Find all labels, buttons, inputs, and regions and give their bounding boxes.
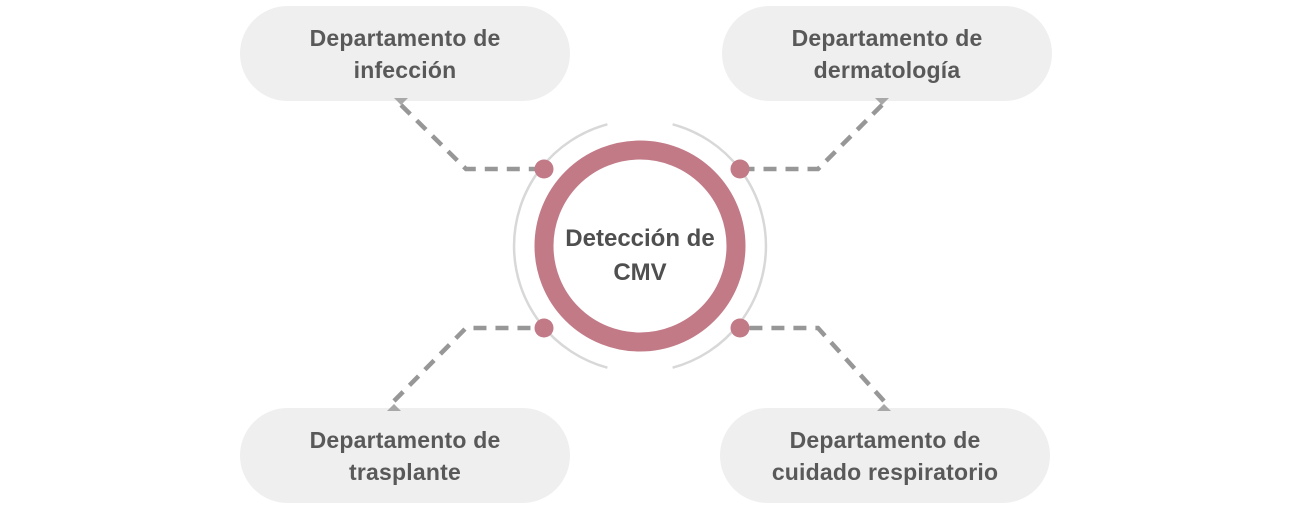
node-label-line: Departamento de xyxy=(789,426,981,453)
center-label-line2: CMV xyxy=(613,259,667,286)
center-label-line1: Detección de xyxy=(565,225,715,252)
connector-dot-top-right xyxy=(730,159,750,179)
node-label-line: infección xyxy=(353,56,457,83)
node-label-line: Departamento de xyxy=(309,24,501,51)
node-pill-infeccion: Departamento de infección xyxy=(240,6,570,101)
connector-dot-top-left xyxy=(534,159,554,179)
node-label-line: trasplante xyxy=(349,458,461,485)
connector-bottom-right xyxy=(740,325,886,403)
node-label-line: Departamento de xyxy=(791,24,983,51)
node-label-line: dermatología xyxy=(813,56,961,83)
connector-dot-bottom-right xyxy=(730,318,750,338)
connector-dot-bottom-left xyxy=(534,318,554,338)
node-pill-trasplante: Departamento de trasplante xyxy=(240,408,570,503)
center-label: Detección de CMV xyxy=(510,222,770,290)
node-pill-dermatologia: Departamento de dermatología xyxy=(722,6,1052,101)
node-label-line: Departamento de xyxy=(309,426,501,453)
connector-top-right xyxy=(740,103,884,172)
node-label-line: cuidado respiratorio xyxy=(771,458,999,485)
node-pill-cuidado-respiratorio: Departamento de cuidado respiratorio xyxy=(720,408,1050,503)
connector-top-left xyxy=(399,103,544,172)
connector-bottom-left xyxy=(392,325,544,403)
